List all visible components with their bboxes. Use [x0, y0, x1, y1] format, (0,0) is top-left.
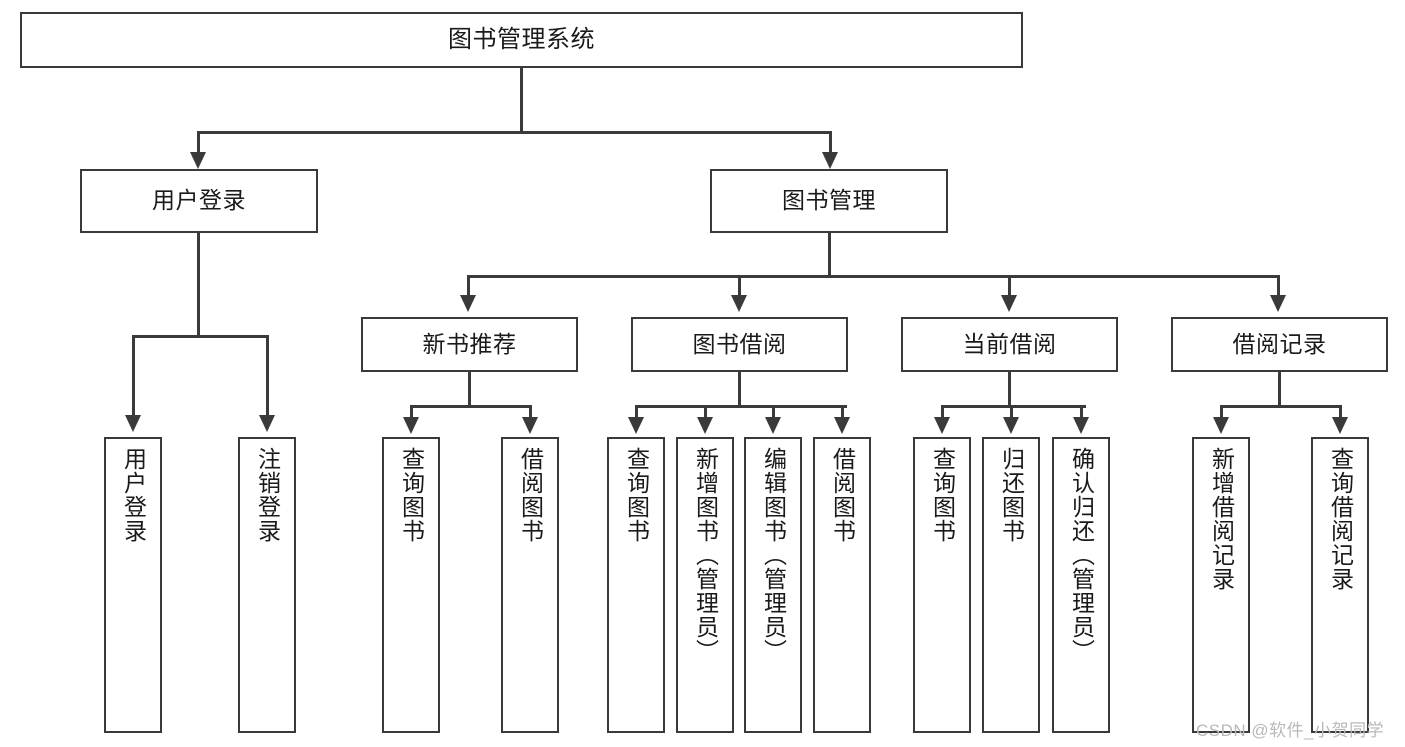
node-label: 图书借阅	[692, 330, 787, 357]
connector-drop-leaf-query-book-2	[635, 405, 638, 419]
node-label: 借阅图书	[517, 447, 544, 543]
leaf-query-book-1[interactable]: 查询图书	[382, 437, 440, 733]
connector-user-login-bus	[132, 335, 269, 338]
connector-drop-leaf-add-book-admin	[704, 405, 707, 419]
connector-root-bus	[197, 131, 832, 134]
node-borrow-record[interactable]: 借阅记录	[1171, 317, 1388, 372]
arrowhead-leaf-confirm-return-admin	[1073, 417, 1089, 434]
arrowhead-book-borrow	[731, 295, 747, 312]
connector-book-management-stem	[828, 233, 831, 275]
arrowhead-book-management	[822, 152, 838, 169]
node-current-borrow[interactable]: 当前借阅	[901, 317, 1118, 372]
arrowhead-leaf-query-book-1	[403, 417, 419, 434]
connector-drop-leaf-user-login	[132, 335, 135, 417]
node-label: 新增借阅记录	[1208, 447, 1235, 591]
leaf-confirm-return-admin[interactable]: 确认归还（管理员）	[1052, 437, 1110, 733]
node-user-login[interactable]: 用户登录	[80, 169, 318, 233]
connector-drop-leaf-confirm-return-admin	[1080, 405, 1083, 419]
connector-drop-leaf-query-borrow-record	[1339, 405, 1342, 419]
connector-root-drop-user-login	[197, 131, 200, 155]
node-label: 查询图书	[398, 447, 425, 543]
connector-new-book-recommend-stem	[468, 372, 471, 405]
arrowhead-leaf-query-book-3	[934, 417, 950, 434]
arrowhead-leaf-borrow-book-1	[522, 417, 538, 434]
arrowhead-leaf-query-book-2	[628, 417, 644, 434]
connector-drop-current-borrow	[1008, 275, 1011, 297]
connector-new-book-recommend-bus	[410, 405, 532, 408]
connector-book-borrow-stem	[738, 372, 741, 405]
connector-drop-leaf-borrow-book-2	[841, 405, 844, 419]
arrowhead-leaf-logout-login	[259, 415, 275, 432]
node-label: 查询图书	[623, 447, 650, 543]
node-label: 新增图书（管理员）	[692, 447, 719, 663]
node-label: 注销登录	[254, 447, 281, 543]
connector-borrow-record-bus	[1220, 405, 1342, 408]
connector-drop-leaf-logout-login	[266, 335, 269, 417]
arrowhead-leaf-add-book-admin	[697, 417, 713, 434]
leaf-query-borrow-record[interactable]: 查询借阅记录	[1311, 437, 1369, 733]
node-label: 用户登录	[152, 187, 246, 214]
arrowhead-leaf-query-borrow-record	[1332, 417, 1348, 434]
node-label: 用户登录	[120, 447, 147, 543]
leaf-user-login[interactable]: 用户登录	[104, 437, 162, 733]
arrowhead-user-login	[190, 152, 206, 169]
node-book-borrow[interactable]: 图书借阅	[631, 317, 848, 372]
connector-user-login-stem	[197, 233, 200, 335]
connector-book-management-bus	[467, 275, 1279, 278]
connector-book-borrow-bus	[635, 405, 847, 408]
node-label: 确认归还（管理员）	[1068, 447, 1095, 663]
connector-borrow-record-stem	[1278, 372, 1281, 405]
arrowhead-leaf-edit-book-admin	[765, 417, 781, 434]
connector-drop-leaf-add-borrow-record	[1220, 405, 1223, 419]
node-label: 图书管理系统	[448, 25, 595, 53]
node-label: 查询借阅记录	[1327, 447, 1354, 591]
arrowhead-leaf-return-book	[1003, 417, 1019, 434]
arrowhead-current-borrow	[1001, 295, 1017, 312]
arrowhead-borrow-record	[1270, 295, 1286, 312]
node-label: 新书推荐	[422, 330, 517, 357]
connector-drop-new-book-recommend	[467, 275, 470, 297]
leaf-add-borrow-record[interactable]: 新增借阅记录	[1192, 437, 1250, 733]
leaf-return-book[interactable]: 归还图书	[982, 437, 1040, 733]
leaf-logout-login[interactable]: 注销登录	[238, 437, 296, 733]
node-label: 图书管理	[782, 187, 876, 214]
connector-drop-leaf-borrow-book-1	[529, 405, 532, 419]
connector-drop-borrow-record	[1277, 275, 1280, 297]
node-label: 查询图书	[929, 447, 956, 543]
connector-drop-leaf-return-book	[1010, 405, 1013, 419]
arrowhead-new-book-recommend	[460, 295, 476, 312]
leaf-query-book-3[interactable]: 查询图书	[913, 437, 971, 733]
arrowhead-leaf-user-login	[125, 415, 141, 432]
node-root-system[interactable]: 图书管理系统	[20, 12, 1023, 68]
node-book-management[interactable]: 图书管理	[710, 169, 948, 233]
leaf-borrow-book-1[interactable]: 借阅图书	[501, 437, 559, 733]
arrowhead-leaf-borrow-book-2	[834, 417, 850, 434]
connector-root-drop-book-management	[829, 131, 832, 155]
node-label: 借阅记录	[1232, 330, 1327, 357]
node-label: 归还图书	[998, 447, 1025, 543]
node-label: 编辑图书（管理员）	[760, 447, 787, 663]
node-label: 借阅图书	[829, 447, 856, 543]
leaf-query-book-2[interactable]: 查询图书	[607, 437, 665, 733]
connector-drop-leaf-query-book-1	[410, 405, 413, 419]
node-label: 当前借阅	[962, 330, 1057, 357]
arrowhead-leaf-add-borrow-record	[1213, 417, 1229, 434]
leaf-edit-book-admin[interactable]: 编辑图书（管理员）	[744, 437, 802, 733]
connector-drop-leaf-query-book-3	[941, 405, 944, 419]
connector-current-borrow-bus	[941, 405, 1086, 408]
leaf-add-book-admin[interactable]: 新增图书（管理员）	[676, 437, 734, 733]
connector-root-stem	[520, 68, 523, 131]
leaf-borrow-book-2[interactable]: 借阅图书	[813, 437, 871, 733]
node-new-book-recommend[interactable]: 新书推荐	[361, 317, 578, 372]
connector-drop-book-borrow	[738, 275, 741, 297]
connector-drop-leaf-edit-book-admin	[772, 405, 775, 419]
connector-current-borrow-stem	[1008, 372, 1011, 405]
